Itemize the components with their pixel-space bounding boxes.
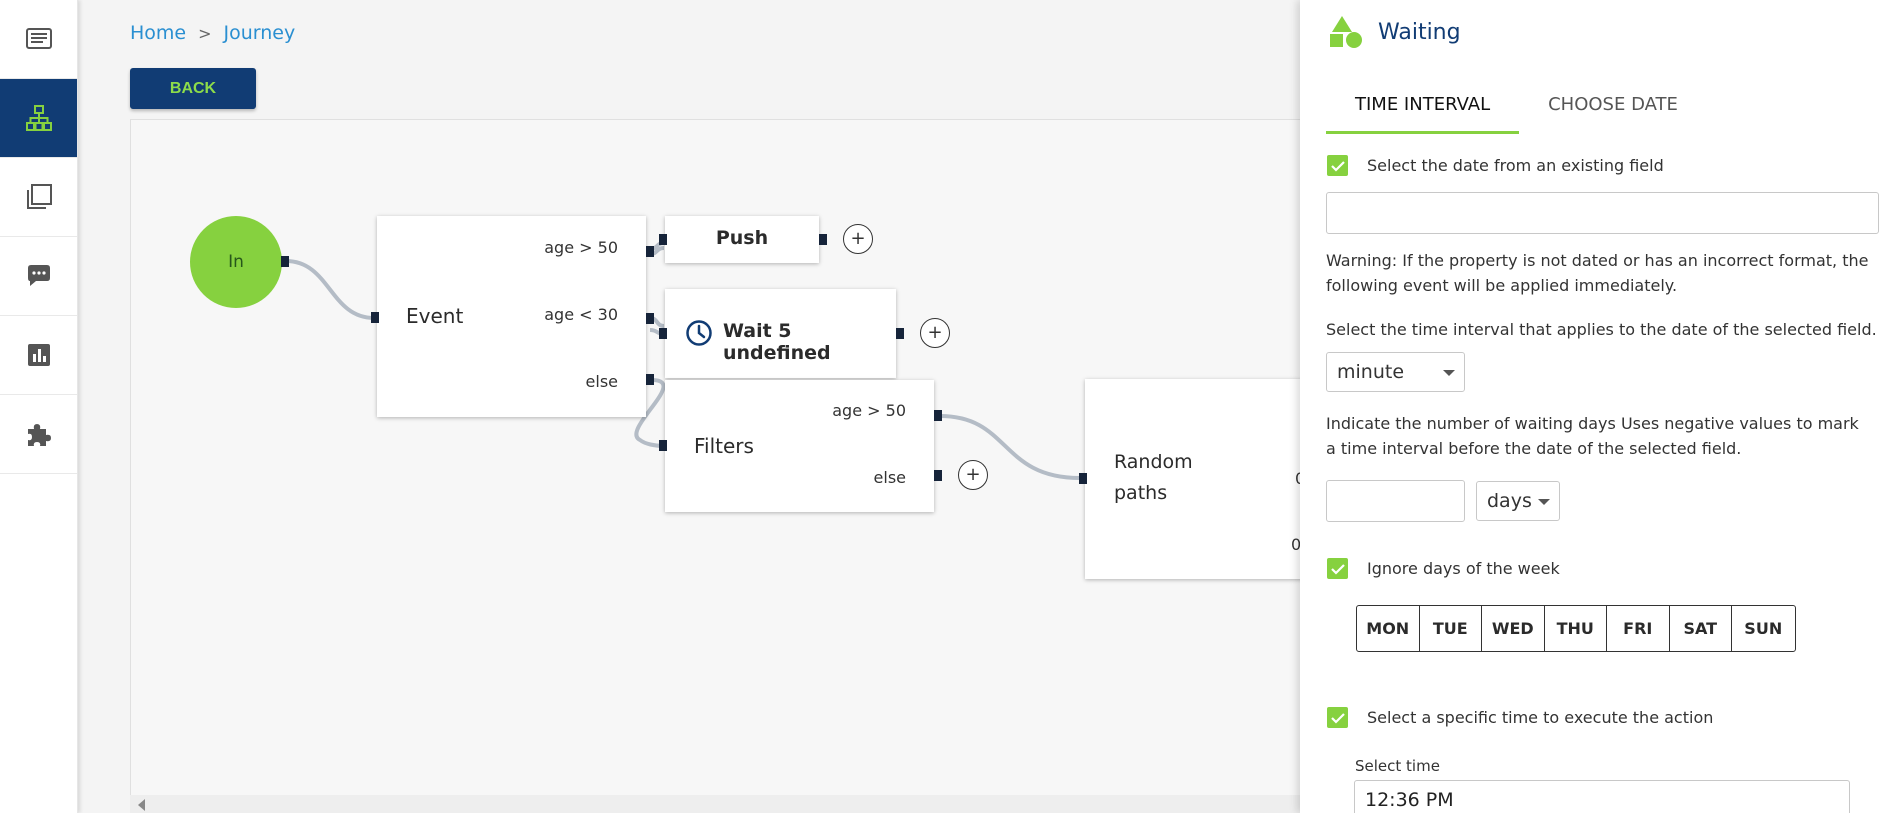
weekday-sat[interactable]: SAT <box>1670 606 1732 651</box>
filters-out-port-2[interactable] <box>934 470 942 481</box>
breadcrumb-separator: > <box>198 23 212 43</box>
sidebar-item-chat[interactable] <box>0 237 77 316</box>
filters-node[interactable]: Filters age > 50 else <box>665 380 934 512</box>
panel-tabs: TIME INTERVAL CHOOSE DATE <box>1326 88 1707 134</box>
sidebar-item-pages[interactable] <box>0 158 77 237</box>
clock-icon <box>686 320 712 346</box>
days-unit-select[interactable]: days <box>1476 481 1560 521</box>
push-add-step-button[interactable]: + <box>843 224 873 254</box>
panel-header: Waiting <box>1328 14 1461 50</box>
interval-select-value: minute <box>1337 361 1405 383</box>
existing-field-checkbox[interactable] <box>1327 155 1348 176</box>
filters-in-port[interactable] <box>659 440 667 451</box>
random-paths-in-port[interactable] <box>1079 473 1087 484</box>
shapes-icon <box>1330 16 1362 48</box>
random-paths-title-line1: Random <box>1114 451 1193 473</box>
sidebar-item-analytics[interactable] <box>0 316 77 395</box>
checkmark-icon <box>1330 712 1345 724</box>
event-node-title: Event <box>406 304 464 328</box>
specific-time-label: Select a specific time to execute the ac… <box>1367 708 1714 727</box>
filters-add-step-button[interactable]: + <box>958 460 988 490</box>
event-out-port-3[interactable] <box>646 374 654 385</box>
pages-icon <box>26 184 52 209</box>
wait-add-step-button[interactable]: + <box>920 318 950 348</box>
filters-branch-1: age > 50 <box>832 401 906 420</box>
existing-field-label: Select the date from an existing field <box>1367 156 1664 175</box>
tab-time-interval[interactable]: TIME INTERVAL <box>1326 88 1520 134</box>
random-path-value-2: 0 <box>1291 535 1302 554</box>
filters-branch-2: else <box>873 468 906 487</box>
back-button[interactable]: BACK <box>130 68 256 109</box>
wait-node-title: Wait 5 undefined <box>723 320 831 364</box>
push-in-port[interactable] <box>659 234 667 245</box>
horizontal-scrollbar[interactable] <box>130 795 1370 813</box>
select-time-label: Select time <box>1355 757 1440 775</box>
weekday-fri[interactable]: FRI <box>1607 606 1670 651</box>
wait-node[interactable]: Wait 5 undefined <box>665 289 896 378</box>
event-branch-3: else <box>585 372 618 391</box>
filters-out-port-1[interactable] <box>934 410 942 421</box>
weekday-wed[interactable]: WED <box>1482 606 1545 651</box>
days-count-input[interactable] <box>1326 480 1465 522</box>
checkmark-icon <box>1330 563 1345 575</box>
existing-field-input[interactable] <box>1326 192 1879 234</box>
in-node[interactable]: In <box>190 216 282 308</box>
weekday-tue[interactable]: TUE <box>1420 606 1482 651</box>
chevron-down-icon <box>1443 370 1455 376</box>
interval-select[interactable]: minute <box>1326 352 1465 392</box>
sidebar <box>0 0 78 813</box>
event-branch-2: age < 30 <box>544 305 618 324</box>
weekday-thu[interactable]: THU <box>1545 606 1607 651</box>
event-out-port-1[interactable] <box>646 246 654 257</box>
filters-node-title: Filters <box>694 434 754 458</box>
event-in-port[interactable] <box>371 312 379 323</box>
sidebar-item-list[interactable] <box>0 0 77 79</box>
panel-title: Waiting <box>1378 19 1461 45</box>
wait-in-port[interactable] <box>659 328 667 339</box>
sidebar-item-plugins[interactable] <box>0 395 77 474</box>
checkmark-icon <box>1330 160 1345 172</box>
days-label: Indicate the number of waiting days Uses… <box>1326 414 1859 458</box>
push-node-title: Push <box>715 227 769 249</box>
push-node[interactable]: Push <box>665 216 819 263</box>
ignore-days-checkbox[interactable] <box>1327 558 1348 579</box>
warning-text: Warning: If the property is not dated or… <box>1326 251 1869 295</box>
event-node[interactable]: Event age > 50 age < 30 else <box>377 216 646 417</box>
chart-icon <box>27 344 50 366</box>
chevron-down-icon <box>1538 499 1550 505</box>
ignore-days-label: Ignore days of the week <box>1367 559 1560 578</box>
breadcrumb-home[interactable]: Home <box>130 22 187 44</box>
random-paths-node[interactable]: Random paths 0 0 <box>1085 379 1315 579</box>
push-out-port[interactable] <box>819 234 827 245</box>
breadcrumb-journey[interactable]: Journey <box>223 22 296 44</box>
event-branch-1: age > 50 <box>544 238 618 257</box>
specific-time-checkbox[interactable] <box>1327 707 1348 728</box>
waiting-settings-panel: Waiting TIME INTERVAL CHOOSE DATE Select… <box>1300 0 1881 813</box>
sidebar-item-journey[interactable] <box>0 79 77 158</box>
breadcrumb: Home > Journey <box>130 22 295 44</box>
list-icon <box>25 28 52 49</box>
journey-tree-icon <box>25 105 52 131</box>
tab-choose-date[interactable]: CHOOSE DATE <box>1548 94 1678 115</box>
event-out-port-2[interactable] <box>646 313 654 324</box>
wait-out-port[interactable] <box>896 328 904 339</box>
random-paths-title-line2: paths <box>1114 482 1168 504</box>
interval-label: Select the time interval that applies to… <box>1326 320 1877 339</box>
weekday-selector: MON TUE WED THU FRI SAT SUN <box>1356 605 1796 652</box>
weekday-mon[interactable]: MON <box>1357 606 1420 651</box>
scroll-left-arrow-icon[interactable] <box>138 799 145 811</box>
puzzle-icon <box>27 424 51 446</box>
time-input[interactable]: 12:36 PM <box>1354 780 1850 813</box>
in-out-port[interactable] <box>281 256 289 267</box>
days-unit-value: days <box>1487 490 1532 512</box>
weekday-sun[interactable]: SUN <box>1744 619 1783 638</box>
chat-icon <box>27 265 50 286</box>
